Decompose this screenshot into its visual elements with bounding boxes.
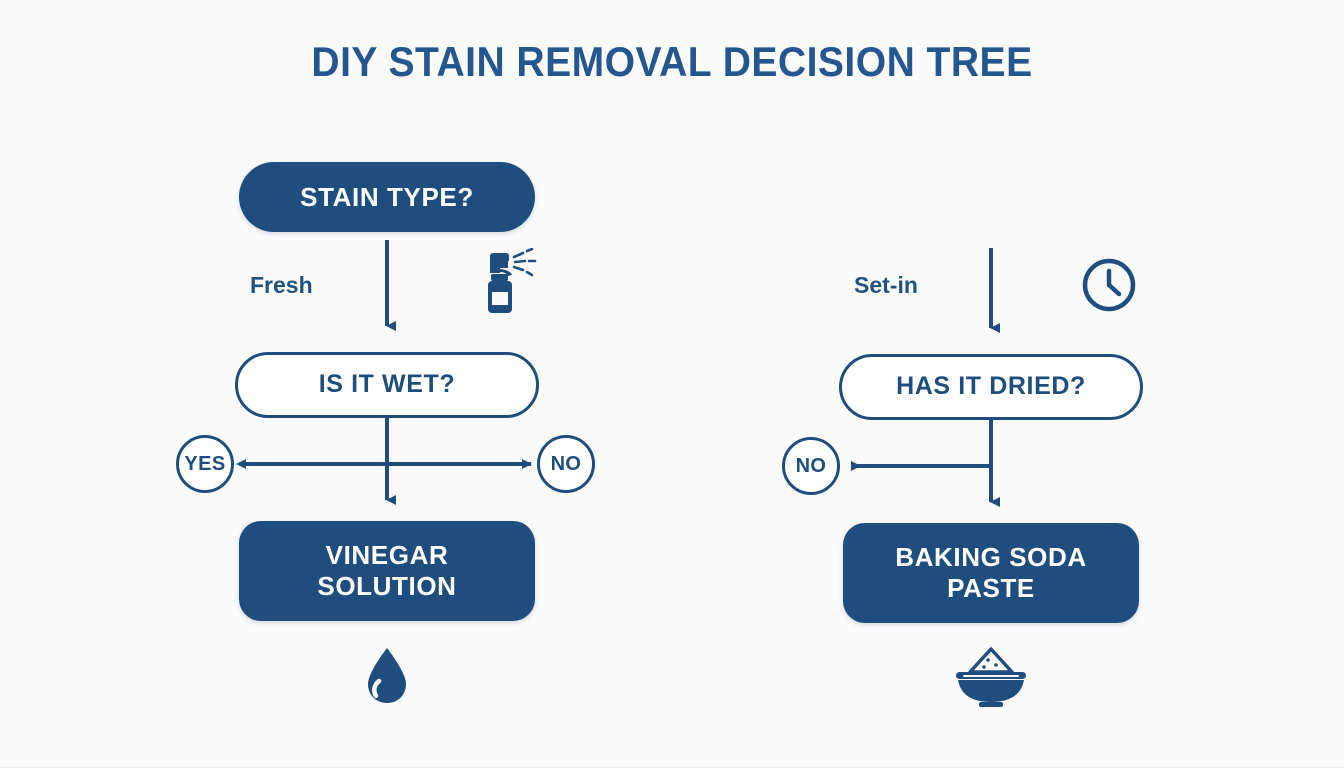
clock-icon <box>1080 256 1138 314</box>
node-baking-soda-paste[interactable]: BAKING SODA PASTE <box>843 523 1139 623</box>
result-line-1: VINEGAR <box>325 540 449 571</box>
answer-no-right[interactable]: NO <box>782 437 840 495</box>
node-vinegar-solution[interactable]: VINEGAR SOLUTION <box>239 521 535 621</box>
node-is-it-wet[interactable]: IS IT WET? <box>235 352 539 418</box>
node-stain-type[interactable]: STAIN TYPE? <box>239 162 535 232</box>
edge-label-set-in: Set-in <box>854 272 918 298</box>
answer-yes-left[interactable]: YES <box>176 435 234 493</box>
water-droplet-icon <box>362 645 412 707</box>
result-line-1: BAKING SODA <box>895 542 1087 573</box>
edge-label-fresh: Fresh <box>250 272 313 298</box>
bowl-of-powder-icon <box>948 645 1034 709</box>
result-line-2: PASTE <box>947 573 1035 603</box>
spray-bottle-icon <box>478 247 544 318</box>
page-title: DIY STAIN REMOVAL DECISION TREE <box>311 38 1033 85</box>
node-has-it-dried[interactable]: HAS IT DRIED? <box>839 354 1143 420</box>
answer-no-left[interactable]: NO <box>537 435 595 493</box>
result-line-2: SOLUTION <box>317 571 457 601</box>
